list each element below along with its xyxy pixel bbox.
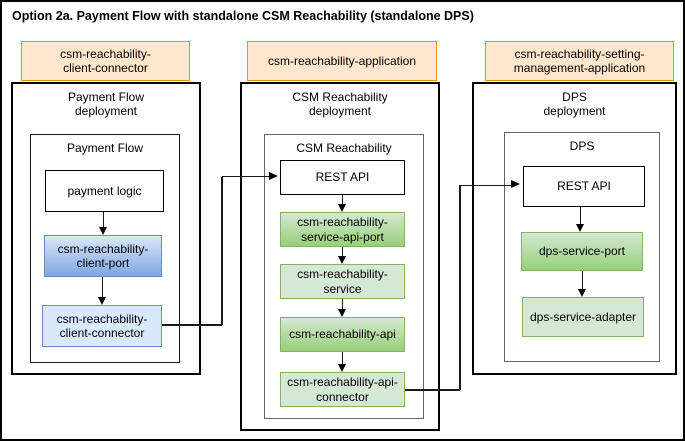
interface-box-csm-reachability-setting-management-application: csm-reachability-setting- management-app…: [485, 41, 674, 81]
csm-reachability-client-connector-box: csm-reachability- client-connector: [42, 305, 162, 347]
arrow-client-port-to-client-connector: [97, 277, 106, 305]
dps-deployment-label: DPS deployment: [543, 90, 606, 119]
dps-service-adapter-box: dps-service-adapter: [522, 297, 644, 337]
arrow-dps-service-port-to-adapter: [577, 271, 586, 297]
csm-reachability-api-connector-box: csm-reachability-api- connector: [280, 372, 405, 407]
payment-flow-deployment-label: Payment Flow deployment: [67, 90, 145, 119]
dps-service-port-box: dps-service-port: [521, 232, 643, 271]
connector-arrowhead-right: [460, 180, 520, 189]
interface-box-csm-reachability-client-connector: csm-reachability- client-connector: [21, 41, 190, 81]
payment-logic-box: payment logic: [45, 170, 164, 212]
csm-reachability-service-box: csm-reachability- service: [280, 264, 405, 299]
dps-rest-api-box: REST API: [523, 166, 645, 207]
interface-box-csm-reachability-application: csm-reachability-application: [247, 41, 437, 81]
connector-segment: [405, 389, 460, 391]
csm-reachability-container-label: CSM Reachability: [296, 141, 392, 155]
arrow-service-api-port-to-service: [337, 247, 346, 264]
csm-rest-api-box: REST API: [280, 160, 405, 195]
connector-segment: [459, 185, 461, 390]
arrow-payment-logic-to-client-port: [98, 212, 107, 235]
csm-reachability-deployment-label: CSM Reachability deployment: [292, 90, 388, 119]
payment-flow-container-label: Payment Flow: [66, 141, 144, 155]
connector-segment: [162, 324, 222, 326]
dps-container-label: DPS: [569, 139, 595, 153]
connector-arrowhead-right: [222, 171, 278, 180]
csm-reachability-api-box: csm-reachability-api: [280, 317, 405, 352]
arrow-rest-api-to-dps-service-port: [575, 207, 584, 232]
arrow-api-to-api-connector: [337, 352, 346, 372]
arrow-service-to-api: [337, 299, 346, 317]
diagram-title: Option 2a. Payment Flow with standalone …: [12, 9, 474, 23]
connector-segment: [221, 177, 223, 325]
csm-reachability-client-port-box: csm-reachability- client-port: [44, 235, 162, 277]
csm-reachability-service-api-port-box: csm-reachability- service-api-port: [280, 212, 405, 247]
arrow-rest-api-to-service-api-port: [337, 195, 346, 212]
